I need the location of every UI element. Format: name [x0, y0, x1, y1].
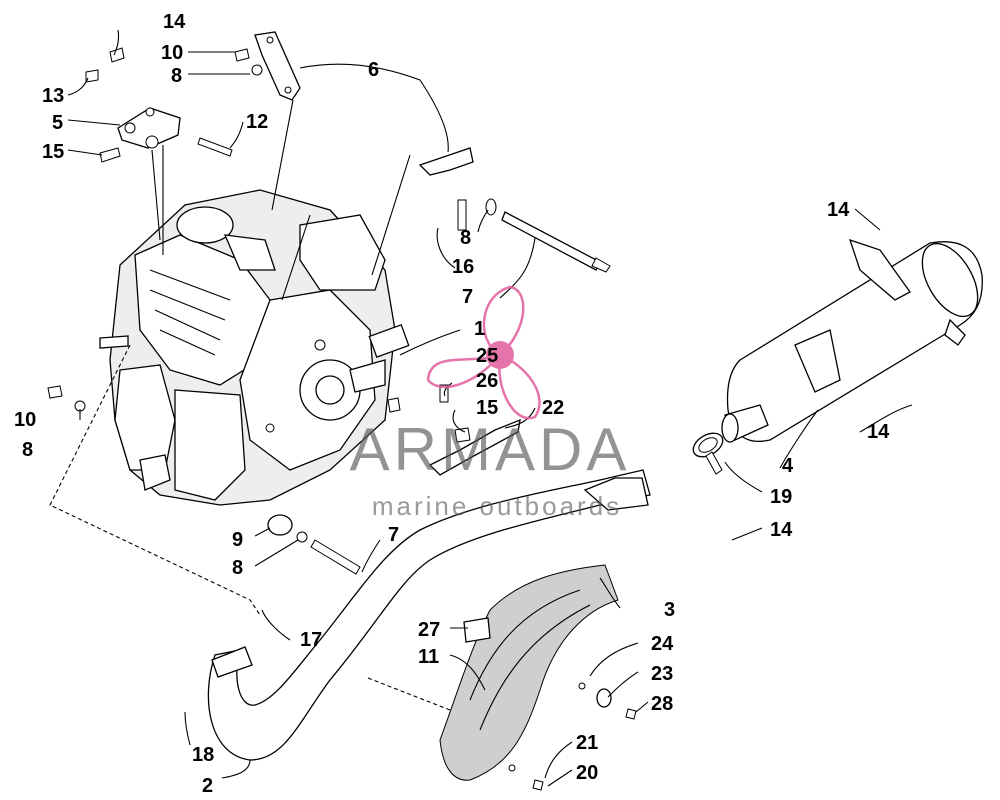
callout-3: 3	[664, 599, 675, 621]
callout-19: 19	[770, 486, 792, 508]
callout-7: 7	[462, 286, 473, 308]
exhaust-pipe	[207, 469, 651, 761]
propeller-logo	[426, 285, 541, 420]
callout-4: 4	[782, 455, 794, 477]
callout-18: 18	[192, 744, 214, 766]
callout-10: 10	[161, 42, 183, 64]
callout-14: 14	[770, 519, 793, 541]
callout-9: 9	[232, 529, 243, 551]
mount-parts-right	[371, 147, 611, 276]
callout-8: 8	[22, 439, 33, 461]
callout-17: 17	[300, 629, 322, 651]
callout-22: 22	[542, 397, 564, 419]
callout-1: 1	[474, 318, 485, 340]
callout-11: 11	[418, 646, 439, 668]
callout-5: 5	[52, 112, 63, 134]
callout-12: 12	[246, 111, 268, 133]
callout-23: 23	[651, 663, 673, 685]
callout-28: 28	[651, 693, 673, 715]
muffler	[721, 238, 983, 443]
callout-14: 14	[827, 199, 850, 221]
clamp-19	[692, 432, 724, 475]
callout-27: 27	[418, 619, 440, 641]
callout-10: 10	[14, 409, 36, 431]
callout-8: 8	[171, 65, 182, 87]
callout-21: 21	[576, 732, 598, 754]
bracket-5-assembly	[85, 47, 233, 255]
heat-shield	[439, 564, 637, 791]
callout-15: 15	[476, 397, 498, 419]
bracket-6-assembly	[234, 31, 301, 211]
callout-2: 2	[202, 775, 213, 797]
callout-13: 13	[42, 85, 64, 107]
callout-15: 15	[42, 141, 64, 163]
callout-14: 14	[867, 421, 890, 443]
callout-16: 16	[452, 256, 474, 278]
small-parts-lower-left	[47, 385, 361, 575]
armada-watermark: ARMADA marine outboards	[350, 285, 631, 521]
callout-20: 20	[576, 762, 598, 784]
callout-26: 26	[476, 370, 498, 392]
callout-labels: 14 10 8 6 13 5 12 15 14 8 16 7 1 25 26 1…	[14, 11, 890, 797]
callout-6: 6	[368, 59, 379, 81]
callout-8: 8	[232, 557, 243, 579]
callout-14: 14	[163, 11, 186, 33]
engine-assembly	[99, 189, 410, 506]
leader-lines	[49, 29, 913, 787]
callout-7: 7	[388, 524, 399, 546]
callout-8: 8	[460, 227, 471, 249]
callout-24: 24	[651, 633, 674, 655]
watermark-tagline: marine outboards	[372, 491, 622, 521]
watermark-brand: ARMADA	[350, 416, 631, 483]
callout-25: 25	[476, 345, 498, 367]
